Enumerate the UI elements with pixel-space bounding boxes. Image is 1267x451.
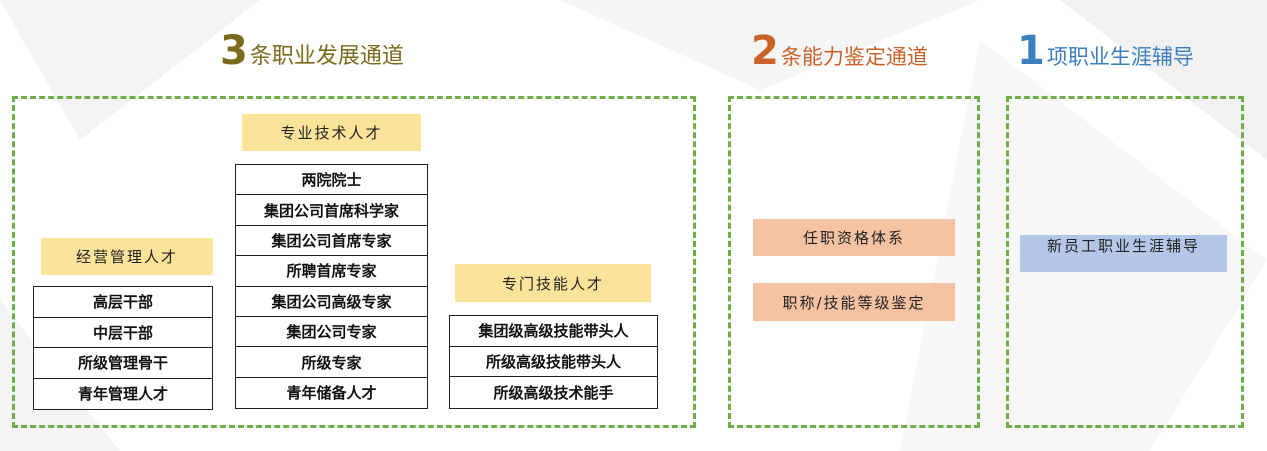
appraisal-channels-group: [728, 96, 980, 428]
list-item: 两院院士: [236, 165, 427, 196]
list-item: 所级高级技能带头人: [450, 347, 657, 377]
list-item: 集团公司高级专家: [236, 287, 427, 317]
list-item: 集团级高级技能带头人: [450, 316, 657, 347]
heading-guidance: 1 项职业生涯辅导: [1017, 18, 1194, 74]
management-talent-tag: 经营管理人才: [41, 238, 213, 275]
professional-talent-tag: 专业技术人才: [242, 114, 421, 151]
heading-appraisal-number: 2: [751, 28, 779, 74]
heading-appraisal-text: 条能力鉴定通道: [780, 45, 928, 69]
new-employee-guidance-box: 新员工职业生涯辅导: [1020, 235, 1227, 272]
qualification-system-box: 任职资格体系: [753, 219, 955, 256]
list-item: 青年管理人才: [77, 385, 168, 404]
list-item: 集团公司专家: [236, 317, 427, 348]
list-item: 高层干部: [34, 287, 212, 318]
skilled-talent-list: 集团级高级技能带头人 所级高级技能带头人 所级高级技术能手: [449, 315, 658, 409]
management-talent-list: 高层干部 中层干部 所级管理骨干 青年管理人才: [33, 286, 213, 410]
title-skill-appraisal-box: 职称/技能等级鉴定: [753, 283, 955, 321]
list-item: 所聘首席专家: [236, 256, 427, 287]
skilled-talent-tag: 专门技能人才: [455, 264, 651, 302]
list-item: 所级管理骨干: [34, 348, 212, 379]
list-item: 所级专家: [236, 347, 427, 378]
dev-channels-group: [12, 96, 696, 428]
heading-guidance-text: 项职业生涯辅导: [1046, 45, 1194, 69]
guidance-group: [1006, 96, 1244, 428]
list-item: 集团公司首席科学家: [236, 195, 427, 226]
list-item: 中层干部: [34, 318, 212, 348]
heading-guidance-number: 1: [1017, 28, 1045, 74]
heading-dev-channels: 3 条职业发展通道: [220, 18, 404, 74]
heading-dev-number: 3: [220, 28, 248, 74]
professional-talent-list: 两院院士 集团公司首席科学家 集团公司首席专家 所聘首席专家 集团公司高级专家 …: [235, 164, 428, 410]
heading-appraisal-channels: 2 条能力鉴定通道: [751, 18, 928, 74]
list-item: 青年储备人才: [286, 384, 377, 403]
list-item: 所级高级技术能手: [493, 383, 614, 402]
list-item: 集团公司首席专家: [236, 226, 427, 257]
heading-dev-text: 条职业发展通道: [249, 44, 404, 69]
